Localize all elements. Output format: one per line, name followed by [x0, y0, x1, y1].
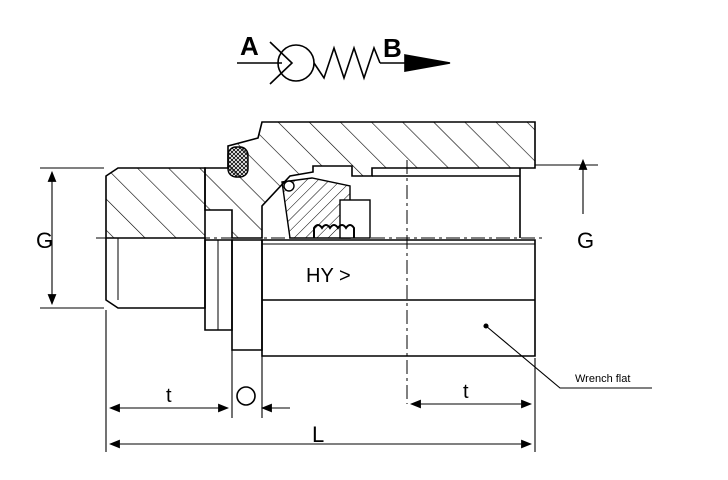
symbol-flow-arrow — [404, 54, 451, 72]
port-b-label: B — [383, 33, 402, 63]
centerlines — [96, 160, 545, 404]
symbol-ball — [277, 44, 315, 82]
port-a-label: A — [240, 31, 259, 61]
oring-symbol — [236, 386, 256, 406]
l-label: L — [312, 422, 324, 447]
wrench-flat-label: Wrench flat — [575, 373, 630, 385]
body-upper-section — [204, 121, 536, 239]
cartridge-seal — [283, 180, 295, 192]
t-right-label: t — [463, 381, 469, 403]
g-right-label: G — [577, 228, 594, 253]
valve-body-outline — [105, 238, 536, 357]
g-left-label: G — [36, 228, 53, 253]
wrench-flat-leader — [485, 325, 652, 389]
check-valve-symbol — [237, 41, 451, 85]
male-stub-outline — [105, 238, 206, 309]
internal-spring — [313, 224, 355, 238]
valve-body-section — [105, 121, 536, 239]
male-stub-section — [105, 167, 206, 239]
symbol-spring — [313, 45, 381, 81]
groove — [231, 239, 263, 351]
marking-label: HY > — [306, 265, 351, 287]
symbol-seat — [269, 41, 294, 85]
hex-body — [261, 239, 536, 357]
cartridge-detail — [281, 177, 371, 239]
t-left-label: t — [166, 385, 172, 407]
oring-knurl — [227, 146, 249, 178]
dimension-lines — [40, 158, 652, 452]
